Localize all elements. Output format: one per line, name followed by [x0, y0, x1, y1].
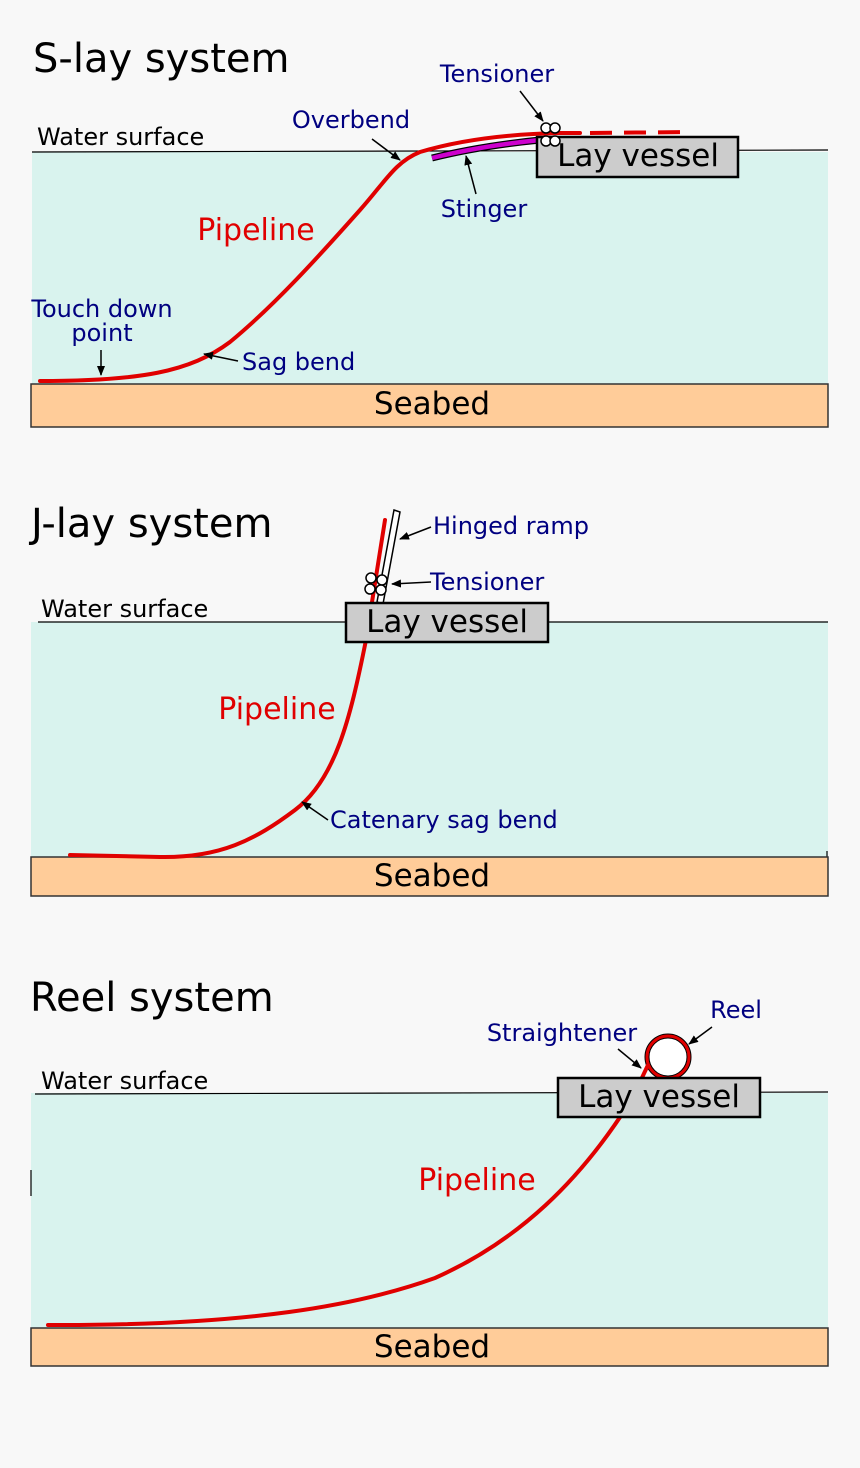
- seabed-block: [30, 856, 829, 897]
- pipeline: [46, 1063, 650, 1328]
- touch-down-label-line2: point: [71, 319, 132, 347]
- water-surface-label: Water surface: [41, 1067, 208, 1095]
- pipeline-dashed: [589, 130, 691, 135]
- tensioner-rollers: [364, 572, 388, 596]
- sag-bend-arrow: [203, 351, 239, 362]
- stinger: [431, 137, 541, 161]
- water-area: [31, 622, 828, 857]
- tensioner-arrow: [391, 579, 432, 588]
- panel-title: S-lay system: [33, 36, 289, 82]
- water-surface-label: Water surface: [41, 595, 208, 623]
- stinger-arrow: [464, 155, 477, 195]
- reel-label: Reel: [710, 996, 762, 1024]
- pipeline-label: Pipeline: [197, 213, 314, 248]
- tensioner-arrow: [519, 90, 544, 122]
- seabed-label: Seabed: [374, 858, 490, 894]
- panel-title: Reel system: [30, 975, 274, 1021]
- lay-vessel: [556, 1076, 762, 1119]
- lay-vessel-label: Lay vessel: [366, 604, 528, 640]
- catenary-sag-bend-label: Catenary sag bend: [330, 806, 558, 834]
- seabed-block: [30, 1327, 829, 1367]
- panel-title: J-lay system: [28, 501, 272, 547]
- seabed-label: Seabed: [374, 386, 490, 422]
- pipeline: [68, 518, 387, 860]
- tensioner-rollers: [540, 122, 561, 147]
- straightener-label: Straightener: [487, 1019, 637, 1047]
- touch-down-label-line1: Touch down: [30, 295, 172, 323]
- pipeline-label: Pipeline: [418, 1163, 535, 1198]
- water-surface-label: Water surface: [37, 123, 204, 151]
- water-area: [31, 1093, 828, 1328]
- lay-vessel-label: Lay vessel: [557, 138, 719, 174]
- water-area: [32, 152, 828, 384]
- seabed-label: Seabed: [374, 1329, 490, 1365]
- hinged-ramp-arrow: [399, 526, 432, 540]
- lay-vessel: [344, 601, 550, 644]
- reel-panel: Seabed Reel system Water surface Lay ves…: [30, 975, 829, 1367]
- lay-vessel-label: Lay vessel: [578, 1079, 740, 1115]
- pipeline-label: Pipeline: [218, 692, 335, 727]
- j-lay-panel: Seabed J-lay system Water surface Lay ve…: [28, 501, 829, 897]
- hinged-ramp-label: Hinged ramp: [433, 512, 589, 540]
- overbend-label: Overbend: [292, 106, 410, 134]
- s-lay-panel: Seabed S-lay system Water surface Lay ve…: [30, 36, 829, 428]
- overbend-arrow: [371, 138, 401, 161]
- seabed-block: [30, 383, 829, 428]
- lay-vessel: [535, 135, 740, 179]
- stinger-label: Stinger: [441, 195, 528, 223]
- tensioner-label: Tensioner: [439, 60, 554, 88]
- pipeline: [38, 131, 582, 383]
- tensioner-label: Tensioner: [429, 568, 544, 596]
- catenary-sag-bend-arrow: [301, 801, 329, 821]
- straightener-arrow: [617, 1048, 642, 1069]
- reel-arrow: [688, 1026, 713, 1045]
- sag-bend-label: Sag bend: [242, 348, 355, 376]
